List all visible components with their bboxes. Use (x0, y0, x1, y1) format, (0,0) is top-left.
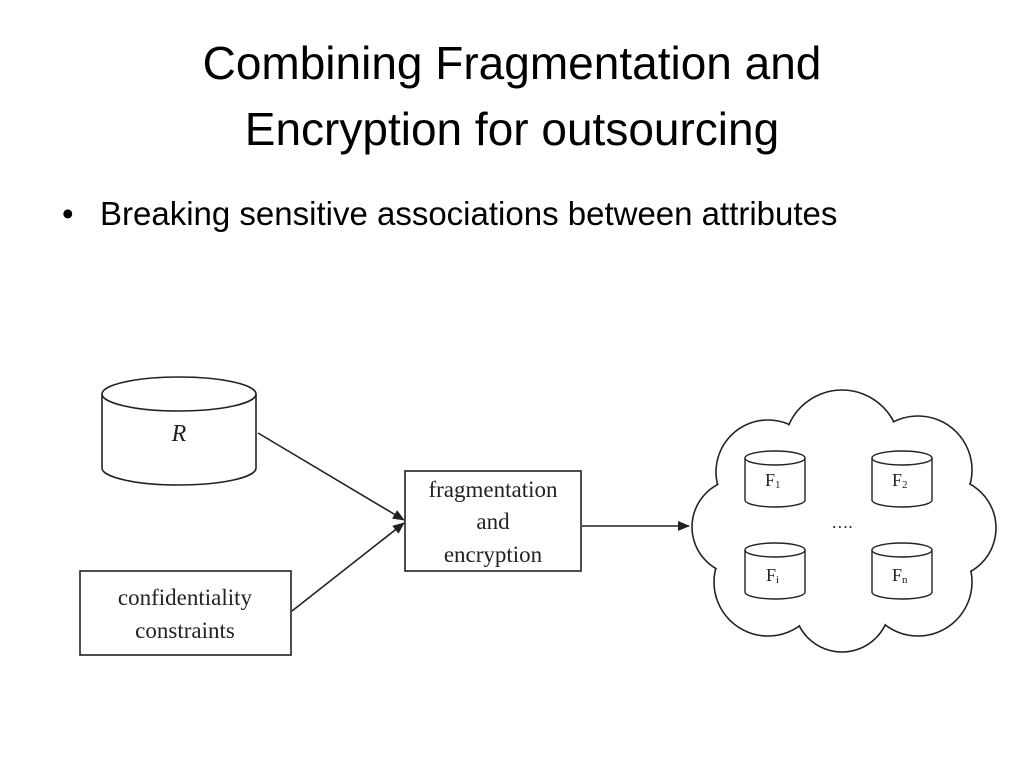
svg-text:F1: F1 (765, 470, 781, 491)
fragment-fn-subscript: n (902, 574, 908, 586)
fragment-fi-cylinder: Fi (744, 542, 806, 600)
process-label-line-2: and (476, 509, 510, 534)
fragment-fn-label: F (892, 565, 902, 585)
fragment-f2-subscript: 2 (902, 479, 908, 491)
process-label-line-3: encryption (444, 542, 543, 567)
fragments-ellipsis: …. (831, 513, 852, 532)
fragment-f2-label: F (892, 470, 902, 490)
svg-text:Fn: Fn (892, 565, 908, 586)
arrow-relation-to-process (257, 432, 405, 521)
svg-text:F2: F2 (892, 470, 908, 491)
bullet-text: Breaking sensitive associations between … (100, 195, 838, 232)
bullet-item: • Breaking sensitive associations betwee… (62, 188, 922, 239)
svg-text:Fi: Fi (766, 565, 779, 586)
slide-title: Combining Fragmentation and Encryption f… (0, 30, 1024, 162)
fragment-fn-cylinder: Fn (871, 542, 933, 600)
fragment-fi-label: F (766, 565, 776, 585)
fragment-f1-subscript: 1 (775, 479, 781, 491)
slide-title-line-1: Combining Fragmentation and (202, 37, 822, 89)
relation-r-label: R (171, 421, 187, 447)
constraints-box: confidentiality constraints (79, 570, 292, 656)
relation-r-cylinder: R (101, 376, 257, 486)
slide-title-line-2: Encryption for outsourcing (244, 103, 780, 155)
process-label-line-1: fragmentation (428, 477, 558, 502)
arrow-constraints-to-process (291, 522, 405, 612)
fragment-f2-cylinder: F2 (871, 450, 933, 508)
constraints-label-line-1: confidentiality (118, 585, 253, 610)
fragmentation-encryption-box: fragmentation and encryption (404, 470, 582, 572)
fragment-f1-cylinder: F1 (744, 450, 806, 508)
fragment-fi-subscript: i (776, 574, 779, 586)
constraints-label-line-2: constraints (135, 618, 235, 643)
bullet-dot: • (62, 195, 74, 232)
fragment-f1-label: F (765, 470, 775, 490)
